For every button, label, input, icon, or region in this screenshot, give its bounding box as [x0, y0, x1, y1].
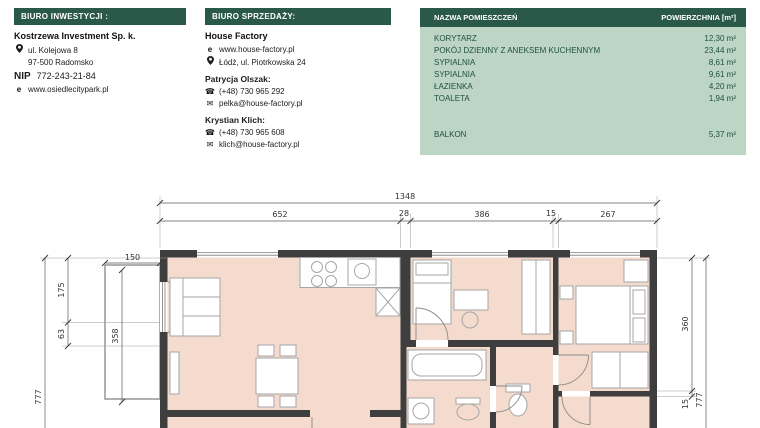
sales-office-header: BIURO SPRZEDAŻY: [205, 8, 391, 25]
kitchen-sink [347, 258, 377, 286]
rooms-table-body: KORYTARZ 12,30 m² POKÓJ DZIENNY Z ANEKSE… [420, 27, 746, 155]
toilet-tank [505, 383, 531, 393]
room-area: 12,30 m² [704, 33, 736, 43]
desk [623, 259, 649, 283]
room-name: SYPIALNIA [434, 57, 476, 67]
email-icon: ✉ [206, 99, 214, 108]
dim-segment: 63 [57, 329, 66, 339]
sofa [169, 277, 221, 337]
table-row: TOALETA 1,94 m² [420, 92, 746, 104]
contact-phone: (+48) 730 965 608 [219, 128, 285, 137]
room-name: BALKON [434, 129, 467, 139]
bathtub [407, 349, 487, 381]
stove-burner [311, 275, 323, 287]
room-area: 23,44 m² [704, 45, 736, 55]
pillow [632, 289, 646, 315]
phone-icon: ☎ [205, 87, 215, 96]
room-name: KORYTARZ [434, 33, 477, 43]
web-icon: e [16, 85, 22, 94]
pillow [415, 262, 449, 276]
stove-burner [325, 261, 337, 273]
sales-website: www.house-factory.pl [219, 45, 295, 54]
dim-right-total: 777 [695, 392, 704, 407]
room-name: ŁAZIENKA [434, 81, 473, 91]
bathroom-sink [455, 397, 481, 405]
investor-website: www.osiedlecitypark.pl [28, 85, 109, 94]
washing-machine [407, 397, 435, 425]
nip-label: NIP [14, 71, 31, 82]
table-row: SYPIALNIA 9,61 m² [420, 68, 746, 80]
dim-balcony-width: 150 [125, 253, 140, 262]
location-pin-icon [205, 56, 215, 68]
stove-burner [311, 261, 323, 273]
dim-segment: 267 [600, 210, 615, 219]
sales-address: Łódź, ul. Piotrkowska 24 [219, 57, 306, 67]
table-row: SYPIALNIA 8,61 m² [420, 56, 746, 68]
sales-office-block: BIURO SPRZEDAŻY: House Factory e www.hou… [205, 8, 391, 151]
chair [461, 311, 479, 329]
pillow [632, 317, 646, 343]
room-name: TOALETA [434, 93, 470, 103]
room-area: 5,37 m² [708, 129, 736, 139]
dim-segment: 28 [399, 209, 409, 218]
room-area: 1,94 m² [708, 93, 736, 103]
table-row: POKÓJ DZIENNY Z ANEKSEM KUCHENNYM 23,44 … [420, 44, 746, 56]
contact-email: klich@house-factory.pl [219, 140, 300, 149]
dim-segment: 652 [272, 210, 287, 219]
room-area: 4,20 m² [708, 81, 736, 91]
table-row: ŁAZIENKA 4,20 m² [420, 80, 746, 92]
dimension-lines: 1348 652 28 386 15 267 777 175 63 150 [34, 192, 710, 428]
kitchen [299, 257, 401, 317]
room-area: 9,61 m² [708, 69, 736, 79]
room-area: 8,61 m² [708, 57, 736, 67]
bedroom2-furniture [559, 259, 649, 389]
sales-company-name: House Factory [205, 31, 268, 41]
phone-icon: ☎ [205, 128, 215, 137]
table-row-balcony: BALKON 5,37 m² [420, 128, 746, 140]
toilet-bowl [508, 393, 528, 417]
contact-email: pelka@house-factory.pl [219, 99, 303, 108]
nip-value: 772-243-21-84 [36, 71, 96, 81]
dim-segment: 15 [681, 399, 690, 409]
dim-segment: 175 [57, 282, 66, 297]
interior-doors [311, 307, 591, 428]
location-pin-icon [14, 44, 24, 56]
nightstand [559, 285, 574, 300]
dim-left-total: 777 [34, 389, 43, 404]
bed [575, 285, 649, 345]
email-icon: ✉ [206, 140, 214, 149]
investor-company-name: Kostrzewa Investment Sp. k. [14, 31, 136, 41]
balcony-outline [104, 264, 161, 400]
investor-office-header: BIURO INWESTYCJI : [14, 8, 186, 25]
tv-cabinet [169, 351, 180, 395]
dim-segment: 386 [474, 210, 489, 219]
nightstand [559, 330, 574, 345]
rooms-table-header-name: NAZWA POMIESZCZEŃ [434, 13, 518, 22]
dining-table [255, 344, 299, 408]
stove-burner [325, 275, 337, 287]
table-row: KORYTARZ 12,30 m² [420, 32, 746, 44]
bathroom-fixtures [407, 349, 531, 425]
rooms-table: NAZWA POMIESZCZEŃ POWIERZCHNIA [m²] KORY… [420, 8, 746, 155]
windows [197, 250, 640, 258]
bed [412, 259, 452, 325]
contact-phone: (+48) 730 965 292 [219, 87, 285, 96]
contact-name: Krystian Klich: [205, 115, 265, 125]
bedroom1-furniture [412, 259, 551, 335]
room-name: SYPIALNIA [434, 69, 476, 79]
investor-address-line1: ul. Kolejowa 8 [28, 45, 78, 55]
investor-office-block: BIURO INWESTYCJI : Kostrzewa Investment … [14, 8, 186, 96]
floor-plan: 1348 652 28 386 15 267 777 175 63 150 [34, 192, 710, 428]
web-icon: e [207, 45, 213, 54]
dim-balcony-height: 358 [111, 328, 120, 343]
room-name: POKÓJ DZIENNY Z ANEKSEM KUCHENNYM [434, 45, 601, 55]
investor-address-line2: 97-500 Radomsko [28, 58, 94, 67]
dim-segment: 15 [546, 209, 556, 218]
contact-name: Patrycja Olszak: [205, 74, 271, 84]
dim-segment: 360 [681, 316, 690, 331]
desk [453, 289, 489, 311]
dim-total-width: 1348 [395, 192, 415, 201]
rooms-table-header-area: POWIERZCHNIA [m²] [661, 13, 736, 22]
